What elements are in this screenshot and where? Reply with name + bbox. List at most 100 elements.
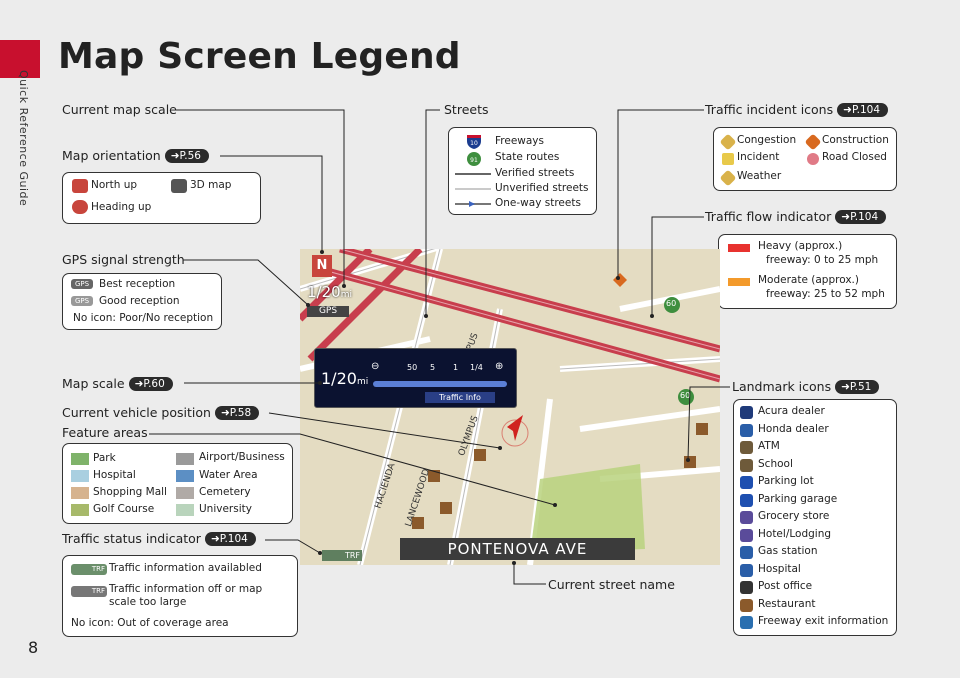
heavy-range: freeway: 0 to 25 mph xyxy=(766,254,879,266)
zoom-in-icon[interactable]: ⊕ xyxy=(495,361,504,372)
callout-landmark: Landmark icons➜P.51 xyxy=(732,379,880,394)
moderate-range: freeway: 25 to 52 mph xyxy=(766,288,885,300)
congestion-label: Congestion xyxy=(737,134,797,146)
inset-scale-value: 1/20mi xyxy=(321,369,369,388)
traffic-status-legend: TRF Traffic information availabled TRF T… xyxy=(62,555,298,637)
current-street-bar: PONTENOVA AVE xyxy=(400,538,635,560)
trf-map-icon[interactable]: TRF xyxy=(322,550,362,561)
gps-good-label: Good reception xyxy=(99,295,180,307)
zoom-level-label[interactable]: 1 xyxy=(453,363,459,372)
landmark-label: Hospital xyxy=(758,562,801,575)
3d-map-icon xyxy=(171,179,187,193)
north-up-icon xyxy=(72,179,88,193)
landmark-icon xyxy=(740,476,753,489)
weather-icon xyxy=(719,169,737,187)
feature-label: Water Area xyxy=(199,469,258,481)
hospital-swatch xyxy=(71,470,89,482)
traffic-info-button[interactable]: Traffic Info xyxy=(425,392,495,403)
restaurant-map-icon xyxy=(474,449,486,461)
page-ref-link[interactable]: ➜P.51 xyxy=(835,380,880,394)
callout-current-map-scale: Current map scale xyxy=(62,102,177,117)
landmark-label: Parking lot xyxy=(758,475,814,487)
feature-label: Golf Course xyxy=(93,503,155,515)
incident-legend: Congestion Construction Incident Road Cl… xyxy=(713,127,897,191)
verified-label: Verified streets xyxy=(495,167,575,179)
callout-traffic-flow: Traffic flow indicator➜P.104 xyxy=(705,209,887,224)
page-ref-link[interactable]: ➜P.56 xyxy=(164,149,209,163)
oneway-label: One-way streets xyxy=(495,197,581,209)
landmark-label: Hotel/Lodging xyxy=(758,527,832,540)
heavy-flow-swatch xyxy=(728,244,750,252)
landmark-icon xyxy=(740,406,753,419)
gps-good-icon: GPS xyxy=(71,296,93,306)
university-swatch xyxy=(176,504,194,516)
callout-gps-signal: GPS signal strength xyxy=(62,252,185,267)
zoom-level-label[interactable]: 5 xyxy=(430,363,436,372)
heading-up-label: Heading up xyxy=(91,201,152,213)
zoom-out-icon[interactable]: ⊖ xyxy=(371,361,380,372)
landmark-icon xyxy=(740,581,753,594)
golf-course-swatch xyxy=(71,504,89,516)
landmark-label: Gas station xyxy=(758,545,818,557)
landmark-icon xyxy=(740,598,753,612)
route-shield-number: 60 xyxy=(680,391,691,400)
page-ref-link[interactable]: ➜P.104 xyxy=(204,532,256,546)
airport-swatch xyxy=(176,453,194,465)
page-ref-link[interactable]: ➜P.60 xyxy=(128,377,173,391)
feature-areas-legend: Park Hospital Shopping Mall Golf Course … xyxy=(62,443,293,524)
landmark-icon xyxy=(740,493,753,507)
landmark-label: Parking garage xyxy=(758,492,838,505)
callout-traffic-status: Traffic status indicator➜P.104 xyxy=(62,531,256,546)
cemetery-swatch xyxy=(176,487,194,499)
landmark-label: Post office xyxy=(758,580,813,592)
zoom-level-label[interactable]: 50 xyxy=(407,363,418,372)
callout-traffic-incident: Traffic incident icons➜P.104 xyxy=(705,102,889,117)
freeways-label: Freeways xyxy=(495,135,544,147)
gps-best-label: Best reception xyxy=(99,278,176,290)
park-area xyxy=(530,464,645,554)
callout-streets: Streets xyxy=(444,102,489,117)
zoom-slider[interactable] xyxy=(373,381,507,387)
heading-up-icon xyxy=(72,200,88,214)
shopping-mall-swatch xyxy=(71,487,89,499)
landmark-icon xyxy=(740,458,753,472)
state-route-shield-icon xyxy=(467,152,481,166)
incident-icon xyxy=(722,153,734,165)
page-number: 8 xyxy=(28,638,39,657)
map-scale-display[interactable]: 1/20mi xyxy=(307,283,352,301)
landmark-label: Freeway exit information xyxy=(758,615,889,627)
incident-label: Incident xyxy=(737,151,780,163)
landmark-icon xyxy=(740,423,753,437)
page-ref-link[interactable]: ➜P.104 xyxy=(837,103,889,117)
north-up-label: North up xyxy=(91,179,138,191)
landmark-label: Acura dealer xyxy=(758,405,825,417)
congestion-icon xyxy=(719,133,737,151)
landmark-icon xyxy=(740,546,753,559)
feature-label: University xyxy=(199,503,252,515)
road-closed-label: Road Closed xyxy=(822,151,887,163)
restaurant-map-icon xyxy=(440,502,452,514)
page-ref-link[interactable]: ➜P.104 xyxy=(835,210,887,224)
landmark-label: Restaurant xyxy=(758,597,816,610)
landmark-icon xyxy=(740,441,753,454)
landmark-icon xyxy=(740,616,753,629)
page-ref-link[interactable]: ➜P.58 xyxy=(214,406,260,420)
landmark-label: ATM xyxy=(758,440,780,452)
callout-current-street: Current street name xyxy=(548,577,675,592)
feature-label: Airport/Business xyxy=(199,451,285,463)
trf-off-label-2: scale too large xyxy=(109,596,187,608)
park-swatch xyxy=(71,453,89,465)
zoom-scale-inset[interactable]: 1/20mi ⊖ 50 5 1 1/4 ⊕ Traffic Info xyxy=(314,348,517,408)
freeway-shield-icon xyxy=(467,135,481,149)
zoom-level-label[interactable]: 1/4 xyxy=(470,363,483,372)
route-shield-number: 60 xyxy=(666,299,677,308)
compass-north-icon[interactable]: N xyxy=(312,255,332,277)
state-route-number: 91 xyxy=(470,157,478,164)
landmark-label: School xyxy=(758,457,793,470)
feature-label: Cemetery xyxy=(199,486,251,498)
callout-current-vehicle: Current vehicle position➜P.58 xyxy=(62,405,260,420)
heavy-label: Heavy (approx.) xyxy=(758,240,843,252)
water-swatch xyxy=(176,470,194,482)
feature-label: Hospital xyxy=(93,469,136,481)
